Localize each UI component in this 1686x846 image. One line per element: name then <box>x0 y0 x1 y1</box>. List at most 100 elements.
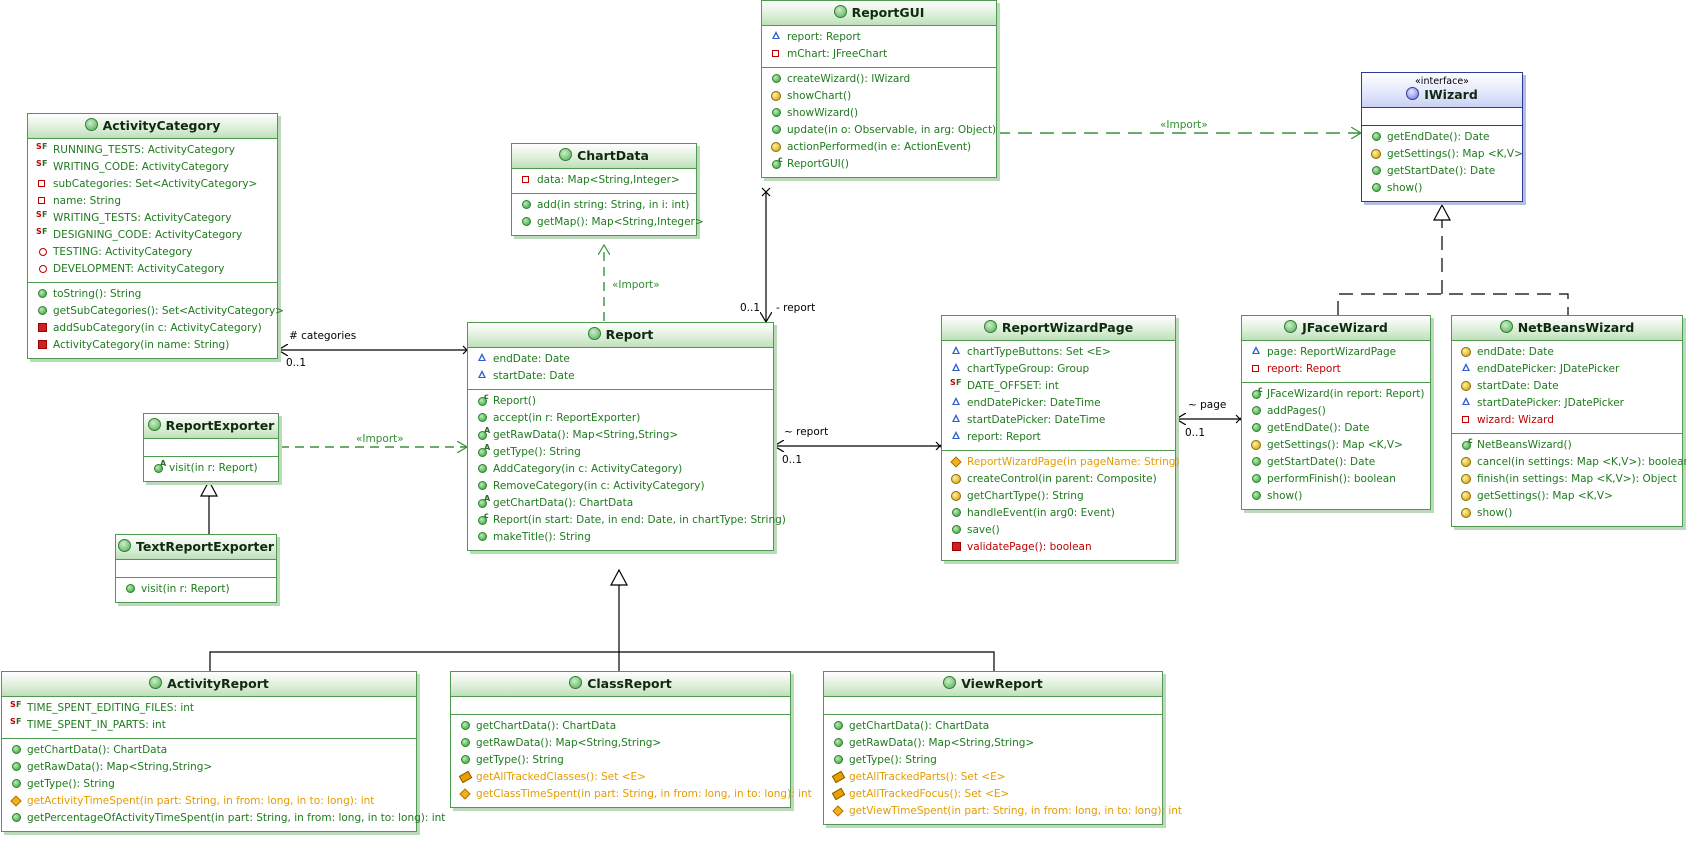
attribute-row[interactable]: report: Report <box>1242 361 1430 378</box>
attribute-row[interactable]: endDate: Date <box>468 351 773 368</box>
operation-row[interactable]: getRawData(): Map<String,String> <box>824 735 1162 752</box>
class-box-activity-category[interactable]: ActivityCategoryRUNNING_TESTS: ActivityC… <box>27 113 284 359</box>
operation-row[interactable]: add(in string: String, in i: int) <box>512 197 696 214</box>
class-box-report-wizard-page[interactable]: ReportWizardPage chartTypeButtons: Set <E… <box>941 315 1180 561</box>
attribute-row[interactable]: report: Report <box>762 29 996 46</box>
operation-row[interactable]: getChartData(): ChartData <box>468 490 773 512</box>
operation-row[interactable]: getType(): String <box>824 752 1162 769</box>
operation-row[interactable]: actionPerformed(in e: ActionEvent) <box>762 139 996 156</box>
operation-row[interactable]: Report() <box>468 388 773 410</box>
operation-row[interactable]: getChartType(): String <box>942 488 1175 505</box>
operation-row[interactable]: handleEvent(in arg0: Event) <box>942 505 1175 522</box>
operation-row[interactable]: getType(): String <box>2 776 416 793</box>
class-header[interactable]: ReportWizardPage <box>942 316 1175 341</box>
operation-row[interactable]: ReportWizardPage(in pageName: String) <box>942 454 1180 471</box>
class-box-chart-data[interactable]: ChartData data: Map<String,Integer> add(in… <box>511 143 704 236</box>
attribute-row[interactable]: name: String <box>28 193 277 210</box>
class-box-text-report-exporter[interactable]: TextReportExporter visit(in r: Report) <box>115 534 277 603</box>
class-header[interactable]: ViewReport <box>824 672 1162 697</box>
attribute-row[interactable]: WRITING_CODE: ActivityCategory <box>28 155 277 176</box>
operation-row[interactable]: showWizard() <box>762 105 996 122</box>
operation-row[interactable]: showChart() <box>762 88 996 105</box>
class-header[interactable]: ActivityCategory <box>28 114 277 139</box>
attribute-row[interactable]: startDate: Date <box>1452 378 1682 395</box>
operation-row[interactable]: cancel(in settings: Map <K,V>): boolean <box>1452 454 1686 471</box>
attribute-row[interactable]: report: Report <box>942 429 1175 446</box>
class-header[interactable]: TextReportExporter <box>116 535 276 560</box>
attribute-row[interactable]: TIME_SPENT_IN_PARTS: int <box>2 713 416 734</box>
operation-row[interactable]: getSettings(): Map <K,V> <box>1242 437 1430 454</box>
attribute-row[interactable]: startDatePicker: JDatePicker <box>1452 395 1682 412</box>
attribute-row[interactable]: startDate: Date <box>468 368 773 385</box>
operation-row[interactable]: JFaceWizard(in report: Report) <box>1242 381 1430 403</box>
operation-row[interactable]: getViewTimeSpent(in part: String, in fro… <box>824 803 1182 820</box>
operation-row[interactable]: getSettings(): Map <K,V> <box>1452 488 1682 505</box>
class-header[interactable]: JFaceWizard <box>1242 316 1430 341</box>
operation-row[interactable]: createWizard(): IWizard <box>762 71 996 88</box>
class-header[interactable]: «interface»IWizard <box>1362 73 1522 108</box>
attribute-row[interactable]: chartTypeButtons: Set <E> <box>942 344 1175 361</box>
operation-row[interactable]: validatePage(): boolean <box>942 539 1175 556</box>
operation-row[interactable]: getClassTimeSpent(in part: String, in fr… <box>451 786 812 803</box>
attribute-row[interactable]: endDate: Date <box>1452 344 1682 361</box>
operation-row[interactable]: getStartDate(): Date <box>1242 454 1430 471</box>
attribute-row[interactable]: endDatePicker: DateTime <box>942 395 1175 412</box>
operation-row[interactable]: addPages() <box>1242 403 1430 420</box>
operation-row[interactable]: getAllTrackedParts(): Set <E> <box>824 769 1162 786</box>
operation-row[interactable]: ActivityCategory(in name: String) <box>28 337 277 354</box>
attribute-row[interactable]: DATE_OFFSET: int <box>942 374 1175 395</box>
operation-row[interactable]: getSettings(): Map <K,V> <box>1362 146 1523 163</box>
operation-row[interactable]: RemoveCategory(in c: ActivityCategory) <box>468 478 773 495</box>
class-box-activity-report[interactable]: ActivityReportTIME_SPENT_EDITING_FILES: … <box>1 671 445 832</box>
operation-row[interactable]: getMap(): Map<String,Integer> <box>512 214 704 231</box>
class-header[interactable]: Report <box>468 323 773 348</box>
operation-row[interactable]: visit(in r: Report) <box>144 455 278 477</box>
operation-row[interactable]: NetBeansWizard() <box>1452 432 1682 454</box>
attribute-row[interactable]: subCategories: Set<ActivityCategory> <box>28 176 277 193</box>
class-header[interactable]: ChartData <box>512 144 696 169</box>
operation-row[interactable]: getChartData(): ChartData <box>2 742 416 759</box>
attribute-row[interactable]: DESIGNING_CODE: ActivityCategory <box>28 223 277 244</box>
attribute-row[interactable]: WRITING_TESTS: ActivityCategory <box>28 206 277 227</box>
operation-row[interactable]: getActivityTimeSpent(in part: String, in… <box>2 793 416 810</box>
operation-row[interactable]: show() <box>1452 505 1682 522</box>
operation-row[interactable]: getRawData(): Map<String,String> <box>2 759 416 776</box>
attribute-row[interactable]: chartTypeGroup: Group <box>942 361 1175 378</box>
class-header[interactable]: NetBeansWizard <box>1452 316 1682 341</box>
operation-row[interactable]: getStartDate(): Date <box>1362 163 1522 180</box>
operation-row[interactable]: toString(): String <box>28 286 277 303</box>
attribute-row[interactable]: TESTING: ActivityCategory <box>28 244 277 261</box>
operation-row[interactable]: getEndDate(): Date <box>1362 129 1522 146</box>
operation-row[interactable]: performFinish(): boolean <box>1242 471 1430 488</box>
operation-row[interactable]: getType(): String <box>468 439 773 461</box>
class-header[interactable]: ReportGUI <box>762 1 996 26</box>
operation-row[interactable]: getEndDate(): Date <box>1242 420 1430 437</box>
attribute-row[interactable]: mChart: JFreeChart <box>762 46 996 63</box>
operation-row[interactable]: getType(): String <box>451 752 790 769</box>
operation-row[interactable]: getRawData(): Map<String,String> <box>468 422 773 444</box>
operation-row[interactable]: show() <box>1242 488 1430 505</box>
operation-row[interactable]: getAllTrackedClasses(): Set <E> <box>451 769 790 786</box>
operation-row[interactable]: getChartData(): ChartData <box>451 718 790 735</box>
operation-row[interactable]: visit(in r: Report) <box>116 581 276 598</box>
attribute-row[interactable]: page: ReportWizardPage <box>1242 344 1430 361</box>
operation-row[interactable]: update(in o: Observable, in arg: Object) <box>762 122 996 139</box>
operation-row[interactable]: finish(in settings: Map <K,V>): Object <box>1452 471 1682 488</box>
operation-row[interactable]: show() <box>1362 180 1522 197</box>
operation-row[interactable]: addSubCategory(in c: ActivityCategory) <box>28 320 277 337</box>
operation-row[interactable]: Report(in start: Date, in end: Date, in … <box>468 507 786 529</box>
attribute-row[interactable]: data: Map<String,Integer> <box>512 172 696 189</box>
operation-row[interactable]: ReportGUI() <box>762 151 996 173</box>
operation-row[interactable]: getSubCategories(): Set<ActivityCategory… <box>28 303 284 320</box>
operation-row[interactable]: createControl(in parent: Composite) <box>942 471 1175 488</box>
attribute-row[interactable]: DEVELOPMENT: ActivityCategory <box>28 261 277 278</box>
attribute-row[interactable]: TIME_SPENT_EDITING_FILES: int <box>2 696 416 717</box>
